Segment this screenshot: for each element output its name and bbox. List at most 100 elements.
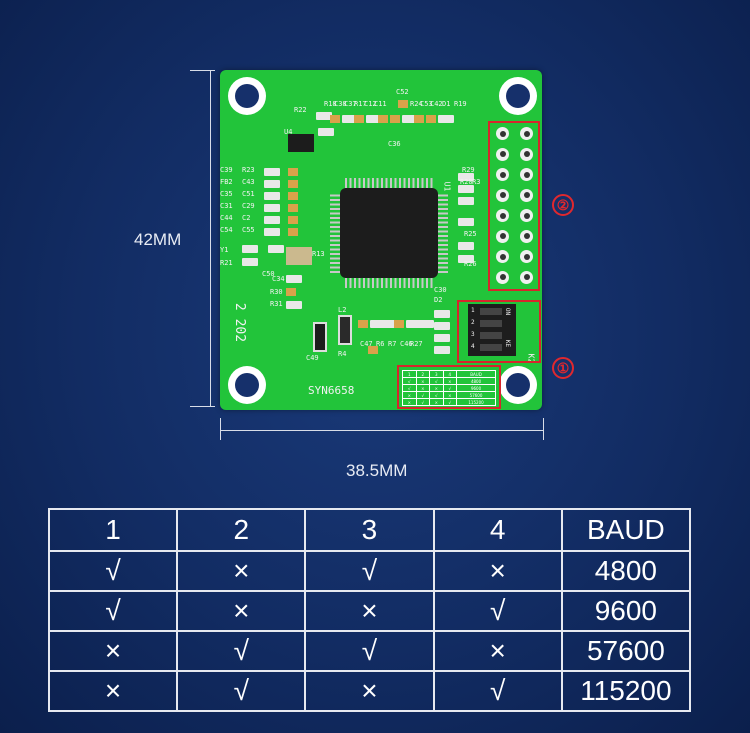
switch-state-cell: × bbox=[176, 550, 307, 592]
switch-state-cell: √ bbox=[304, 630, 435, 672]
column-header: 3 bbox=[304, 508, 435, 552]
silkscreen-table-cell: √ bbox=[442, 384, 458, 392]
chip-pins-top bbox=[345, 178, 433, 188]
resistor bbox=[264, 168, 280, 176]
silkscreen-table-cell: √ bbox=[415, 398, 431, 406]
resistor bbox=[242, 245, 258, 253]
resistor bbox=[382, 320, 398, 328]
silkscreen-table-cell: × bbox=[402, 391, 417, 399]
silkscreen-table-cell: × bbox=[415, 377, 431, 385]
component-designator: C30 bbox=[434, 286, 447, 294]
silkscreen-table-cell: √ bbox=[429, 377, 444, 385]
chip-pins-bottom bbox=[345, 278, 433, 288]
component-designator: R13 bbox=[312, 250, 325, 258]
component-designator: C42 bbox=[430, 100, 443, 108]
header-pin bbox=[496, 229, 509, 243]
header-pin bbox=[496, 127, 509, 140]
resistor bbox=[316, 112, 332, 120]
component-designator: R20 bbox=[460, 178, 473, 186]
component-designator: R18 bbox=[324, 100, 337, 108]
resistor bbox=[242, 258, 258, 266]
column-header: BAUD bbox=[560, 508, 692, 552]
silkscreen-table-row: √×√×4800 bbox=[402, 377, 496, 385]
switch-state-cell: √ bbox=[176, 670, 307, 712]
header-pin bbox=[496, 168, 509, 181]
component-designator: R26 bbox=[464, 260, 477, 268]
component-designator: R30 bbox=[270, 288, 283, 296]
silkscreen-table-cell: 57600 bbox=[456, 391, 496, 399]
component-designator: R27 bbox=[410, 340, 423, 348]
dip-toggle[interactable] bbox=[480, 320, 502, 327]
dip-toggle[interactable] bbox=[480, 344, 502, 351]
resistor bbox=[458, 197, 474, 205]
component-designator: C31 bbox=[220, 202, 233, 210]
component-designator: D1 bbox=[442, 100, 451, 108]
silkscreen-table-cell: √ bbox=[402, 377, 417, 385]
capacitor bbox=[288, 168, 298, 176]
header-pin bbox=[520, 250, 533, 263]
component-designator: C49 bbox=[306, 354, 319, 362]
component-designator: C44 bbox=[220, 214, 233, 222]
regulator-u4 bbox=[288, 134, 314, 152]
switch-state-cell: × bbox=[47, 630, 179, 672]
width-dimension-label: 38.5MM bbox=[346, 461, 408, 480]
header-pin bbox=[520, 209, 533, 222]
date-code: 2 202 bbox=[232, 302, 248, 343]
crystal-y1 bbox=[286, 247, 312, 265]
resistor bbox=[318, 128, 334, 136]
capacitor bbox=[286, 288, 296, 296]
silkscreen-table-cell: × bbox=[429, 384, 444, 392]
component-designator: C51 bbox=[242, 190, 255, 198]
capacitor bbox=[378, 115, 388, 123]
mounting-hole bbox=[499, 77, 537, 115]
chip-pins-left bbox=[330, 193, 340, 273]
resistor bbox=[264, 204, 280, 212]
component-designator: C43 bbox=[242, 178, 255, 186]
baud-value-cell: 57600 bbox=[560, 630, 692, 672]
component-designator: R23 bbox=[242, 166, 255, 174]
table-row: ×√√×57600 bbox=[47, 630, 692, 672]
resistor bbox=[370, 320, 386, 328]
resistor bbox=[342, 115, 358, 123]
width-dimension-tick-left bbox=[220, 418, 221, 440]
component-designator: C46 bbox=[400, 340, 413, 348]
resistor bbox=[264, 228, 280, 236]
component-designator: L2 bbox=[338, 306, 347, 314]
silkscreen-table-cell: × bbox=[442, 391, 458, 399]
header-pin bbox=[520, 270, 533, 284]
capacitor bbox=[398, 100, 408, 108]
header-pin bbox=[520, 188, 533, 202]
column-header: 1 bbox=[47, 508, 179, 552]
component-designator: R6 bbox=[376, 340, 385, 348]
dip-toggle[interactable] bbox=[480, 308, 502, 315]
component-designator: C53 bbox=[420, 100, 433, 108]
baud-value-cell: 115200 bbox=[560, 670, 692, 712]
header-pin bbox=[496, 209, 509, 222]
capacitor bbox=[394, 320, 404, 328]
silkscreen-table-cell: 3 bbox=[429, 370, 444, 378]
component-designator: R21 bbox=[220, 259, 233, 267]
component-designator: C50 bbox=[262, 270, 275, 278]
resistor bbox=[418, 320, 434, 328]
silkscreen-table-cell: × bbox=[415, 384, 431, 392]
capacitor bbox=[288, 216, 298, 224]
switch-state-cell: × bbox=[432, 550, 563, 592]
resistor bbox=[406, 320, 422, 328]
column-header: 4 bbox=[432, 508, 563, 552]
resistor bbox=[458, 173, 474, 181]
component-designator: Y1 bbox=[220, 246, 229, 254]
silkscreen-table-cell: √ bbox=[442, 398, 458, 406]
resistor bbox=[402, 115, 418, 123]
capacitor bbox=[358, 320, 368, 328]
silkscreen-table-cell: 1 bbox=[402, 370, 417, 378]
silkscreen-table-cell: × bbox=[402, 398, 417, 406]
dip-number: 3 bbox=[471, 331, 475, 338]
resistor bbox=[458, 255, 474, 263]
mounting-hole bbox=[499, 366, 537, 404]
switch-state-cell: × bbox=[304, 590, 435, 632]
dip-toggle[interactable] bbox=[480, 332, 502, 339]
